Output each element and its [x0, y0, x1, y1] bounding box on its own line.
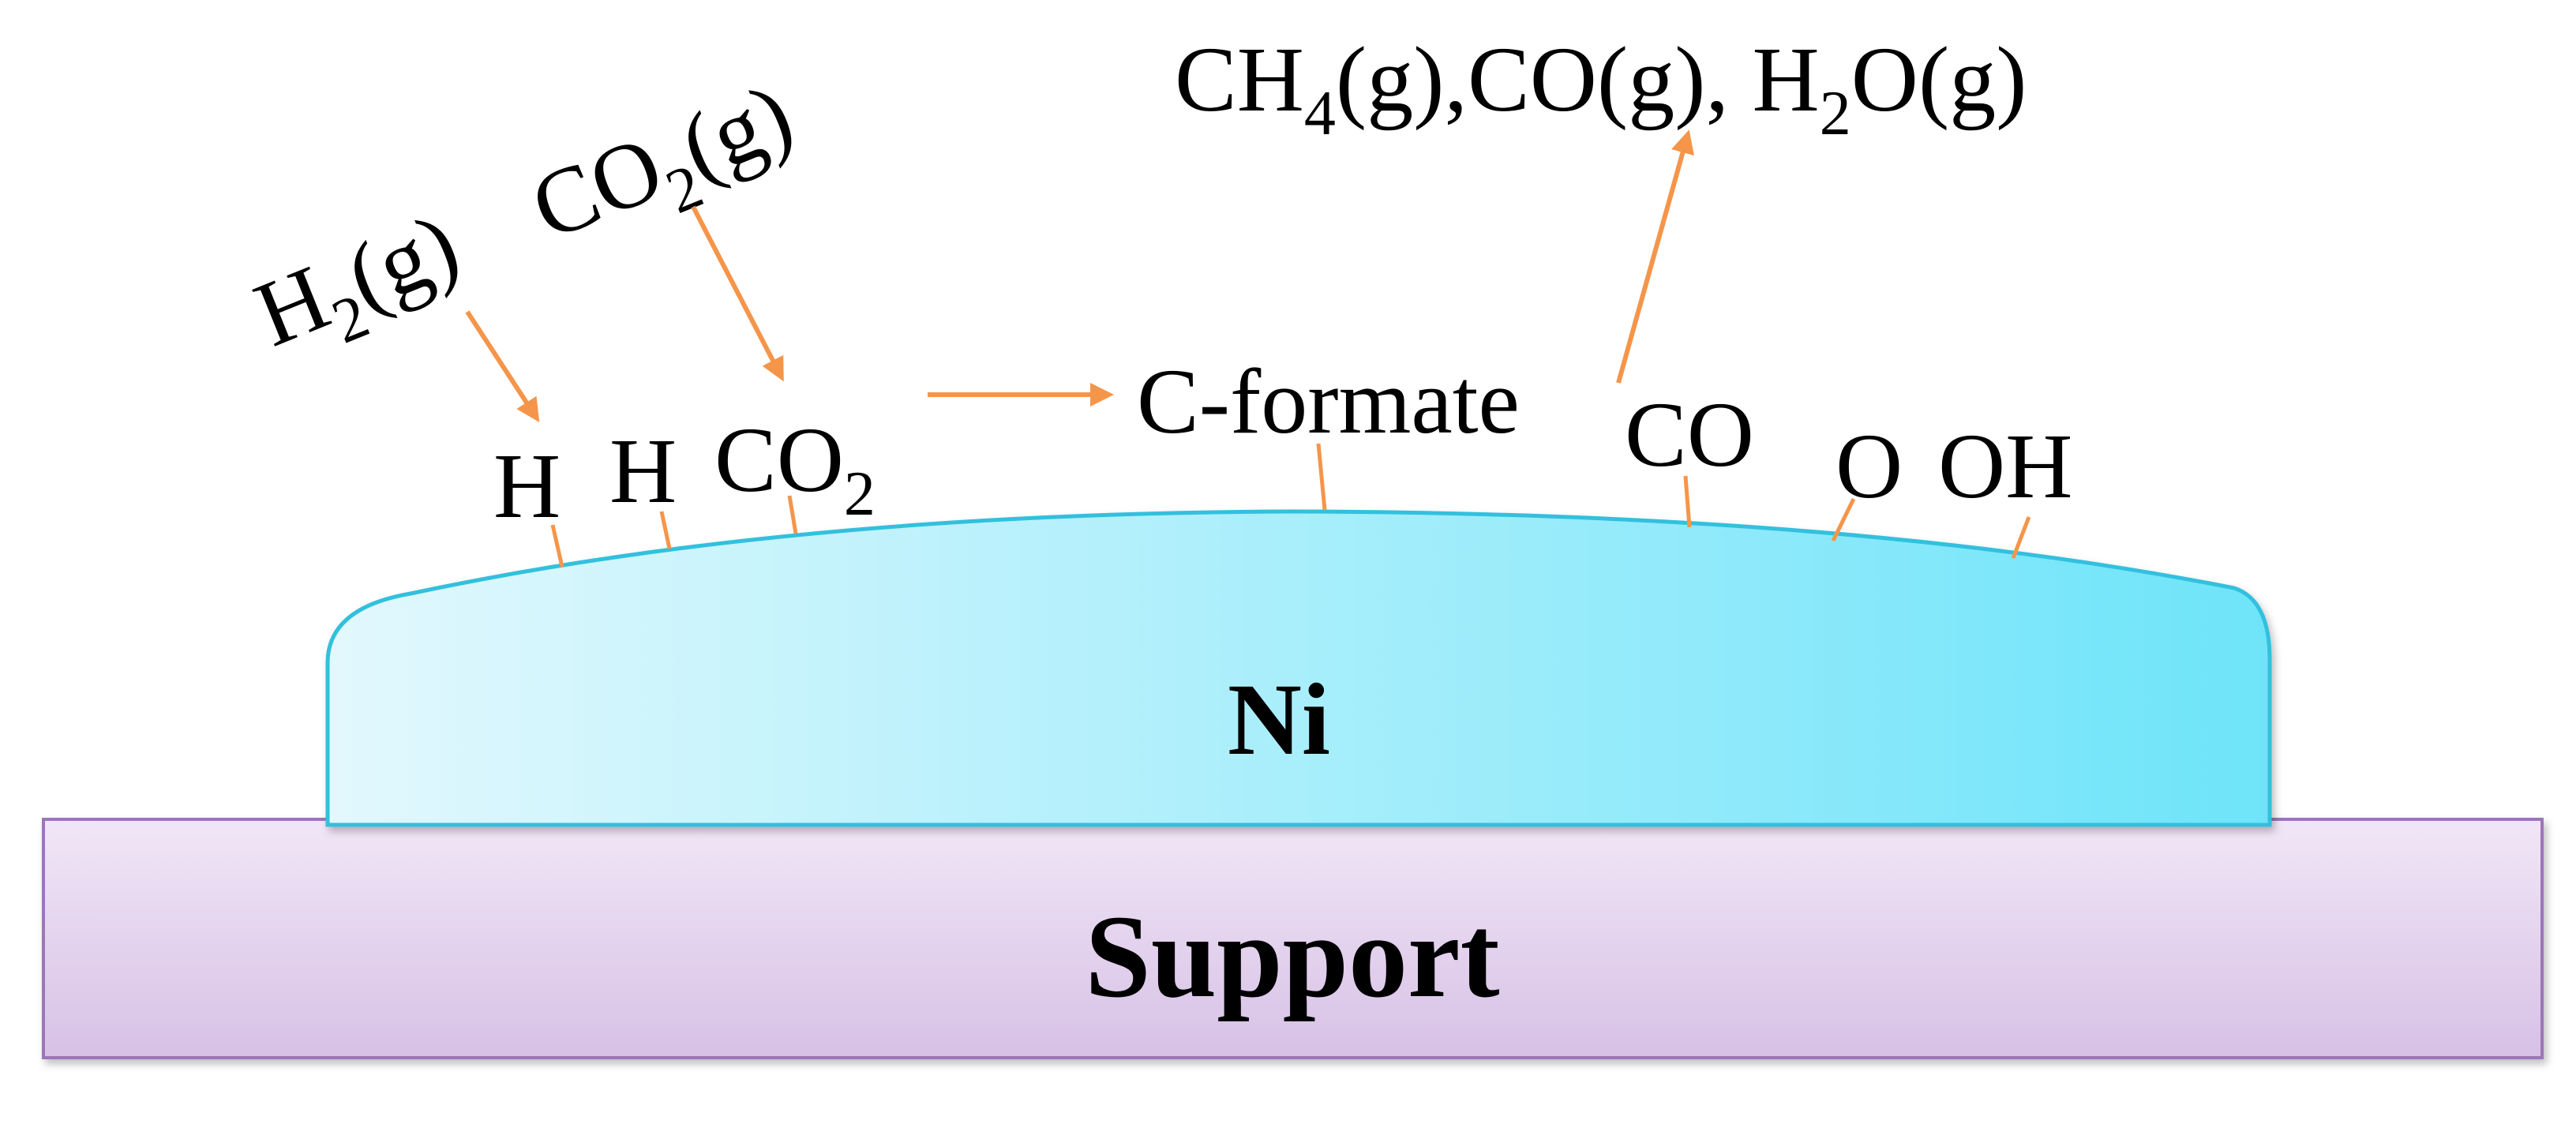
- adsorbed-oh: OH: [1938, 414, 2072, 518]
- arrow-product-desorption: [1616, 129, 1694, 384]
- support-label: Support: [1085, 891, 1499, 1022]
- bond-formate: [1316, 443, 1327, 511]
- gas-products: CH4(g),CO(g), H2O(g): [1175, 28, 2027, 148]
- bond-co2: [787, 495, 798, 534]
- gas-co2-main: CO: [518, 115, 677, 260]
- products-h2o-sub: 2: [1820, 79, 1851, 148]
- bond-co: [1683, 475, 1692, 528]
- bond-h2: [659, 511, 672, 549]
- reaction-arrows: [465, 129, 1694, 423]
- intermediate-c-formate: C-formate: [1137, 350, 1520, 453]
- surface-bonds: [550, 443, 2031, 568]
- bond-h1: [550, 524, 564, 568]
- bond-o: [1831, 497, 1856, 542]
- ni-label: Ni: [1228, 663, 1330, 777]
- adsorbed-o: O: [1835, 414, 1903, 518]
- products-middle: (g),CO(g), H: [1336, 28, 1820, 131]
- adsorbed-co: CO: [1625, 383, 1754, 486]
- gas-h2: H2(g): [242, 193, 479, 382]
- arrow-co2-adsorption: [691, 205, 784, 382]
- bond-oh: [2011, 516, 2031, 559]
- adsorbed-co2-main: CO: [714, 408, 844, 511]
- products-ch4-sub: 4: [1304, 79, 1336, 148]
- ni-particle: [325, 509, 2272, 827]
- adsorbed-h-1: H: [493, 434, 561, 538]
- products-h2o-tail: O(g): [1851, 28, 2027, 131]
- gas-co2: CO2(g): [518, 63, 813, 276]
- support-slab: [42, 818, 2544, 1059]
- products-ch4-main: CH: [1175, 28, 1304, 131]
- adsorbed-co2: CO2: [714, 408, 876, 529]
- arrow-h2-adsorption: [465, 310, 540, 423]
- adsorbed-co2-sub: 2: [844, 459, 876, 529]
- adsorbed-h-2: H: [609, 419, 677, 523]
- gas-h2-main: H: [242, 245, 343, 366]
